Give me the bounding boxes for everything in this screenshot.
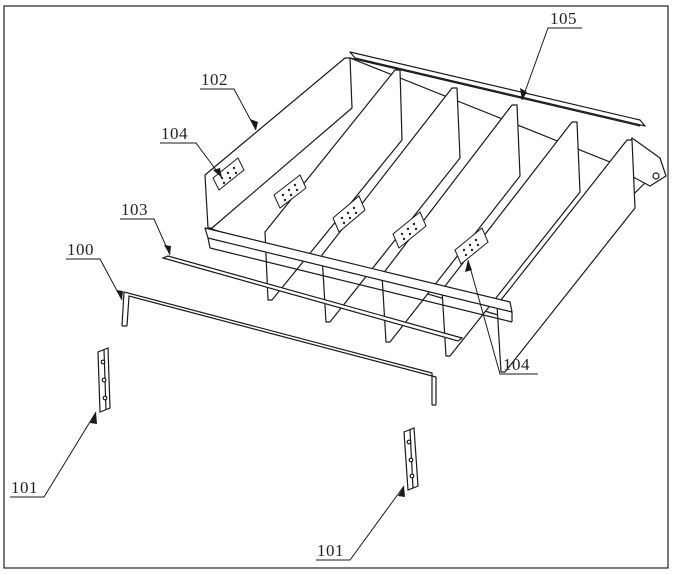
label-103: 103 (121, 200, 148, 219)
label-105: 105 (550, 9, 577, 28)
perforated-pad (392, 211, 427, 249)
label-101-left: 101 (11, 478, 38, 497)
label-100: 100 (67, 240, 94, 259)
leader-100 (66, 258, 123, 301)
partition-walls (264, 69, 636, 373)
label-101-right: 101 (317, 541, 344, 560)
drawing-border (3, 5, 669, 569)
partition-2 (321, 87, 461, 323)
perforated-pad (273, 174, 307, 209)
label-104-bottom: 104 (503, 355, 530, 374)
back-rail (349, 51, 646, 127)
leader-104-bottom (467, 259, 538, 375)
leader-lines (10, 27, 582, 561)
arrowheads (90, 88, 527, 497)
leader-101-left (10, 411, 97, 498)
leader-104-top (160, 142, 223, 179)
rod-103 (161, 255, 464, 342)
bracket-101-right (403, 427, 419, 491)
leader-103 (120, 218, 171, 256)
leader-102 (200, 88, 257, 131)
left-side-wall (204, 57, 353, 229)
leader-105 (521, 27, 582, 101)
perforated-pad (332, 195, 366, 233)
leader-101-right (316, 485, 405, 561)
perforated-pads (212, 157, 489, 265)
label-102: 102 (201, 70, 228, 89)
partition-5 (496, 139, 636, 373)
perforated-pad (212, 157, 245, 191)
perforated-pad (454, 227, 489, 265)
partition-1 (264, 69, 403, 301)
bracket-101-left (97, 347, 111, 413)
label-104-top: 104 (161, 124, 188, 143)
tray-assembly (204, 51, 667, 373)
bent-rod-100 (121, 291, 437, 406)
